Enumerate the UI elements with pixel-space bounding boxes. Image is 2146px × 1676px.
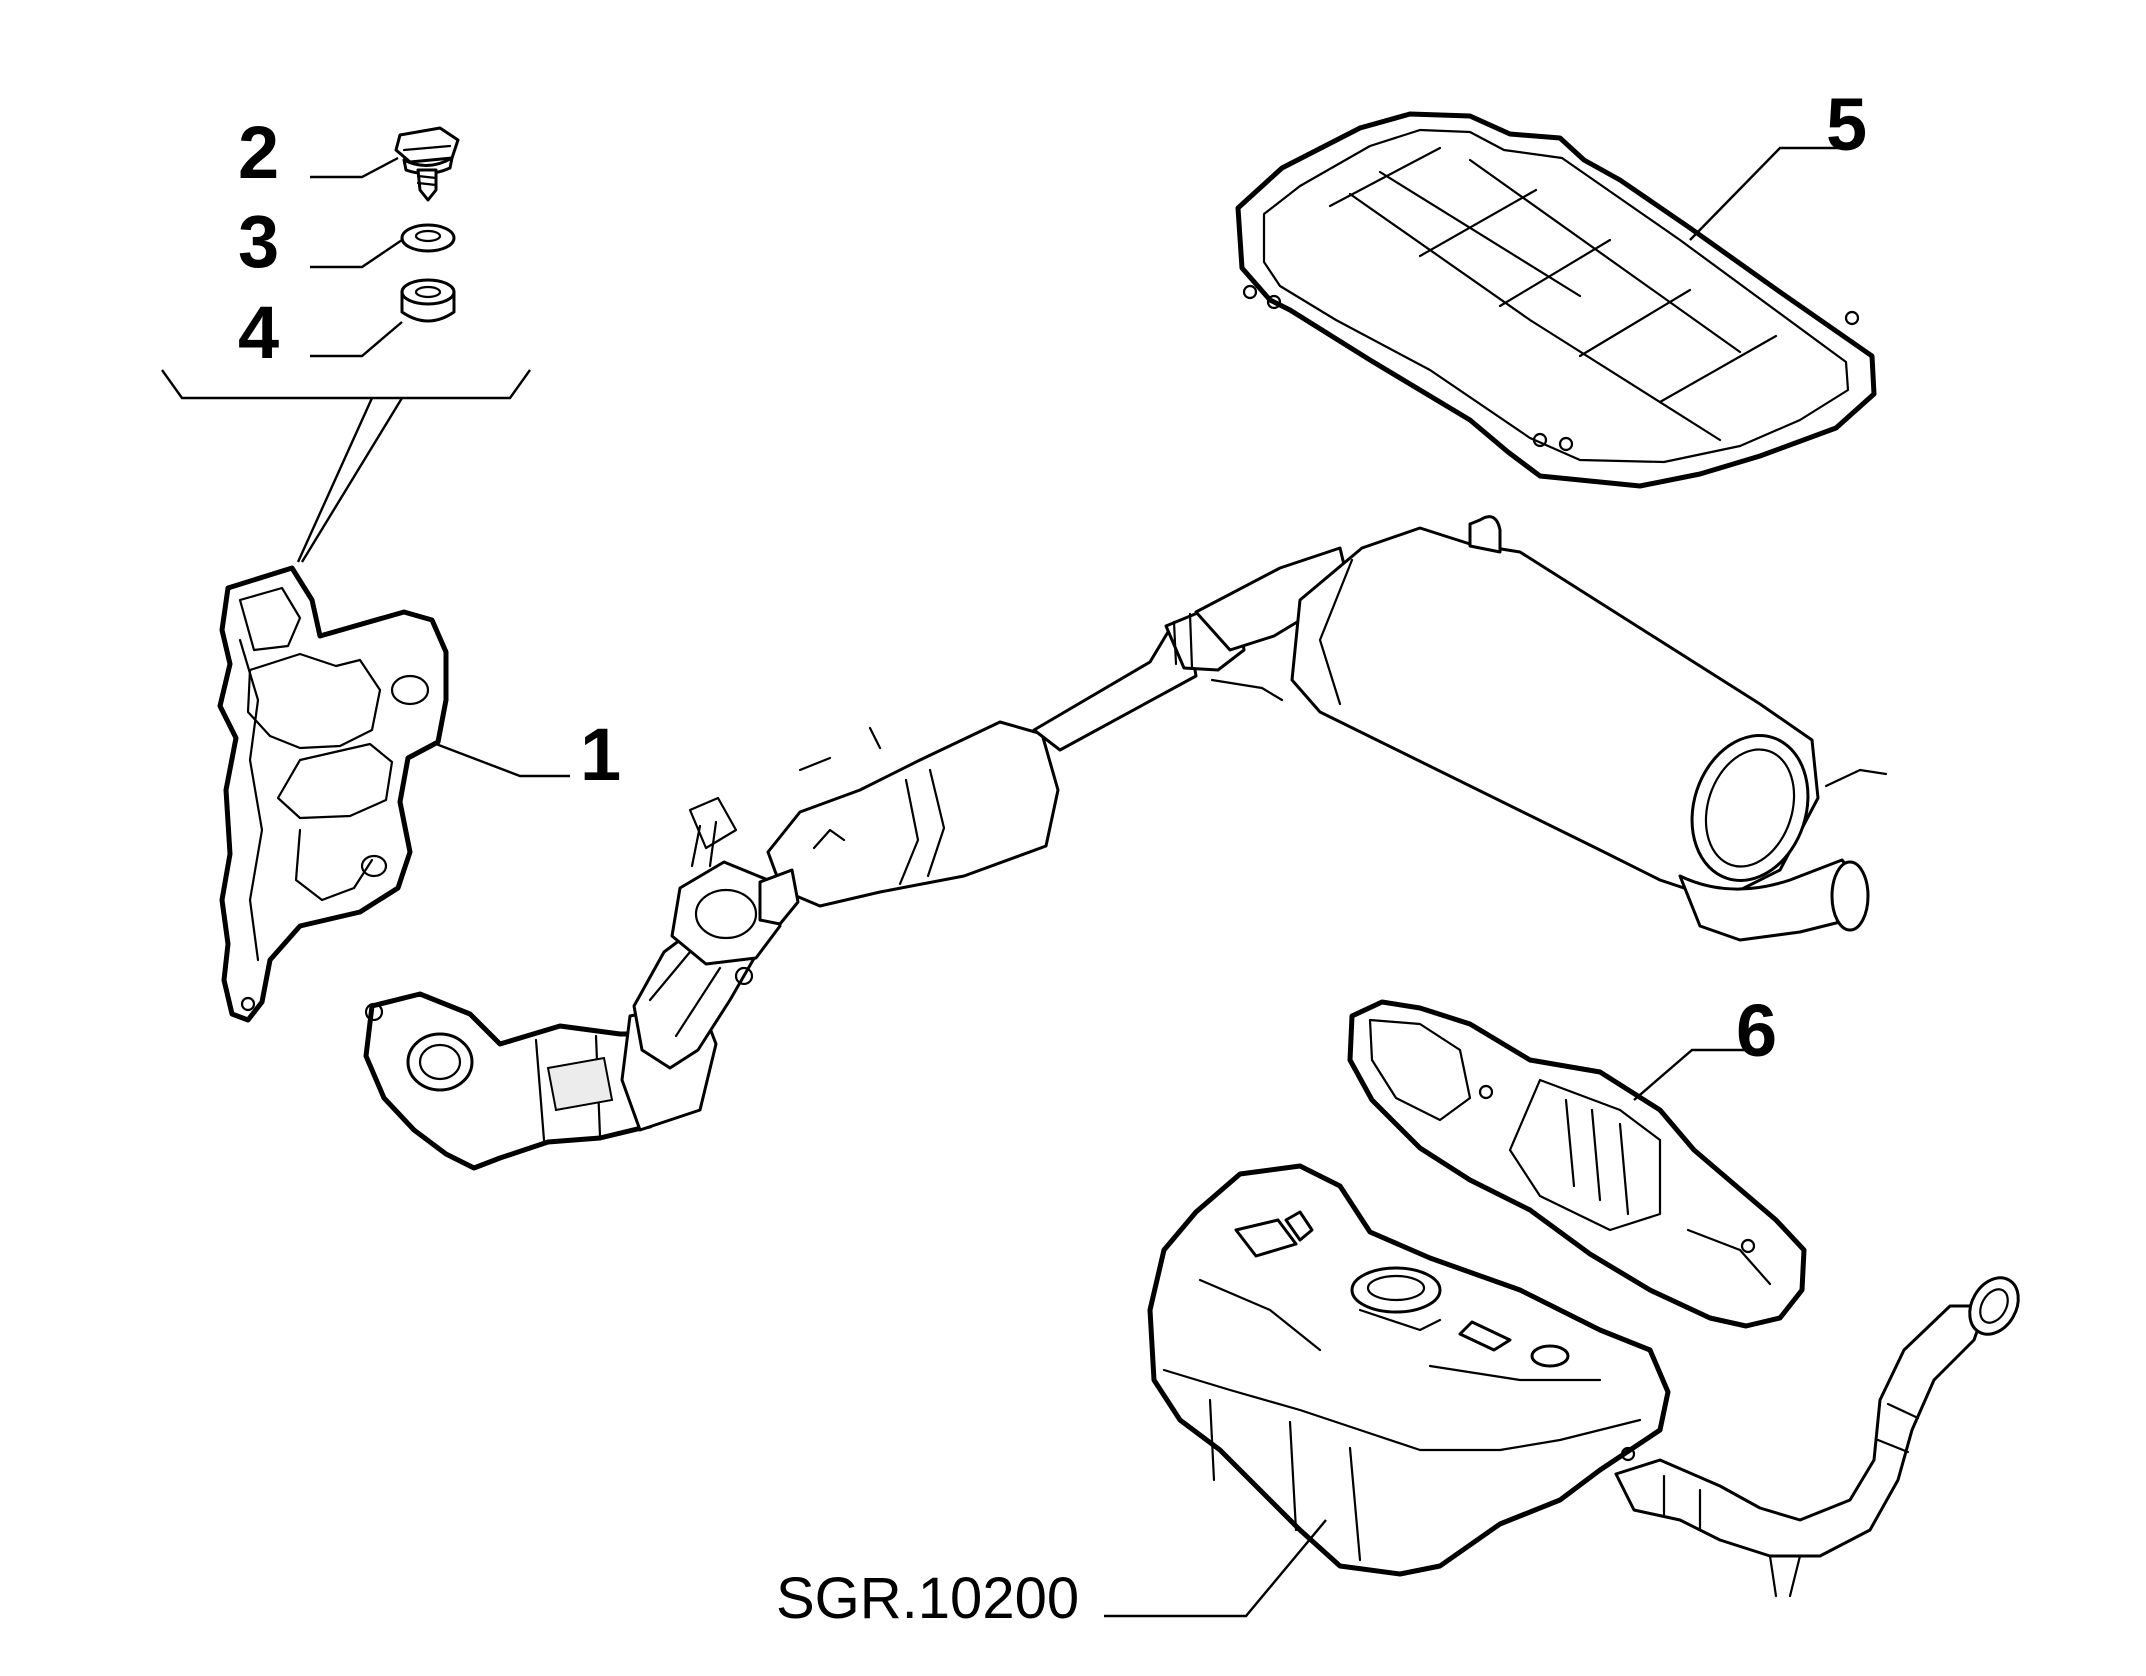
nut-part-4 (400, 278, 456, 323)
manifold-heat-shield-part-1 (217, 565, 449, 1023)
callout-label-2: 2 (238, 111, 279, 194)
bolt-part-2 (394, 126, 460, 202)
callout-label-3: 3 (238, 200, 279, 283)
intermediate-pipe (1032, 546, 1352, 752)
front-pipe (632, 796, 782, 1070)
callout-label-6: 6 (1736, 989, 1777, 1072)
washer-part-3 (400, 223, 456, 253)
callout-label-4: 4 (238, 291, 279, 374)
callout-label-1: 1 (580, 713, 621, 796)
fastener-group-bracket (161, 369, 531, 563)
underbody-heat-shield-part-5 (1235, 111, 1877, 489)
tank-heat-shield-part-6 (1347, 999, 1807, 1329)
particulate-filter (758, 720, 1060, 926)
callout-label-5: 5 (1826, 83, 1867, 166)
filler-neck (1614, 1276, 2020, 1598)
fuel-tank (1147, 1163, 1671, 1577)
reference-code: SGR.10200 (776, 1566, 1079, 1631)
rear-silencer (1290, 515, 1888, 942)
leader-lines (310, 146, 1840, 1618)
